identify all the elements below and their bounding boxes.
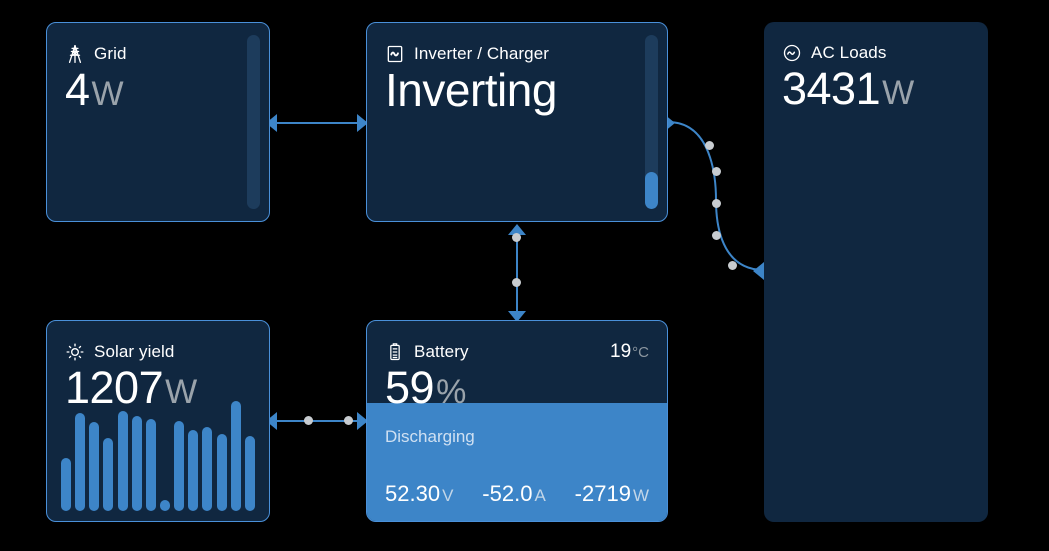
battery-metric-value: -2719: [574, 481, 631, 506]
battery-soc-fill: [367, 403, 667, 521]
inverter-icon: [385, 44, 405, 64]
battery-state-label: Discharging: [385, 427, 475, 446]
inverter-card-value: Inverting: [385, 67, 557, 113]
flow-dot: [705, 141, 714, 150]
inverter-card[interactable]: Inverter / Charger Inverting: [366, 22, 668, 222]
solar-yield-bar: [230, 401, 241, 511]
battery-metric-unit: V: [442, 486, 454, 505]
solar-card-value: 1207W: [65, 365, 197, 410]
inverter-gauge-fill: [645, 172, 658, 209]
flow-arrow-end: [753, 262, 764, 280]
solar-yield-bar: [159, 500, 170, 511]
flow-arrow-left: [266, 412, 277, 430]
flow-dot: [712, 167, 721, 176]
solar-yield-bar: [61, 458, 71, 511]
inverter-gauge: [645, 35, 658, 209]
solar-yield-bar: [145, 418, 156, 511]
flow-dot: [728, 261, 737, 270]
grid-card-header: Grid: [65, 43, 251, 65]
ac-loads-card-value: 3431W: [782, 66, 914, 111]
ac-loads-card[interactable]: AC Loads 3431W: [764, 22, 988, 522]
ac-sine-icon: [782, 43, 802, 63]
solar-yield-bar: [103, 438, 114, 511]
transmission-tower-icon: [65, 44, 85, 64]
solar-yield-bar: [117, 410, 128, 511]
flow-arrow-start: [664, 114, 675, 132]
ac-loads-card-header: AC Loads: [782, 42, 970, 64]
battery-temperature-unit: °C: [632, 344, 649, 361]
solar-card-title: Solar yield: [94, 342, 175, 361]
flow-dot: [304, 416, 313, 425]
solar-yield-bar: [202, 427, 213, 511]
flow-dot: [512, 278, 521, 287]
flow-arrow-up: [508, 224, 526, 235]
battery-soc-number: 59: [385, 362, 435, 413]
ac-loads-value-unit: W: [882, 74, 914, 112]
inverter-value-text: Inverting: [385, 64, 557, 116]
battery-card-value: 59%: [385, 365, 466, 410]
solar-value-unit: W: [165, 373, 197, 411]
flow-arrow-down: [508, 311, 526, 322]
flow-dot: [712, 199, 721, 208]
ac-loads-card-title: AC Loads: [811, 43, 887, 62]
flow-dot: [512, 233, 521, 242]
solar-yield-bar: [174, 420, 185, 511]
battery-card-header: Battery 19°C: [385, 341, 649, 363]
grid-gauge: [247, 35, 260, 209]
solar-yield-barchart: [61, 401, 255, 511]
battery-metric-value: -52.0: [482, 481, 533, 506]
grid-card-title: Grid: [94, 44, 127, 63]
solar-yield-bar: [131, 416, 142, 511]
flow-arrow-right: [357, 114, 368, 132]
grid-value-number: 4: [65, 64, 90, 115]
flow-line: [268, 420, 366, 422]
battery-metric-unit: W: [632, 486, 649, 505]
solar-yield-bar: [89, 421, 100, 511]
flow-line: [268, 122, 366, 124]
flow-arrow-left: [266, 114, 277, 132]
solar-value-number: 1207: [65, 362, 164, 413]
inverter-card-title: Inverter / Charger: [414, 44, 550, 63]
grid-card[interactable]: Grid 4W: [46, 22, 270, 222]
battery-temperature: 19°C: [610, 341, 649, 363]
battery-card-title: Battery: [414, 342, 469, 361]
solar-card-header: Solar yield: [65, 341, 251, 363]
battery-temperature-value: 19: [610, 341, 632, 362]
flow-dot: [712, 231, 721, 240]
battery-soc-unit: %: [436, 373, 466, 411]
sun-icon: [65, 342, 85, 362]
inverter-card-header: Inverter / Charger: [385, 43, 649, 65]
grid-value-unit: W: [91, 75, 124, 113]
flow-line: [516, 226, 518, 318]
solar-yield-bar: [75, 413, 86, 511]
solar-yield-bar: [188, 429, 199, 511]
ac-loads-value-number: 3431: [782, 63, 881, 114]
battery-metric-value: 52.30: [385, 481, 441, 506]
solar-card[interactable]: Solar yield 1207W: [46, 320, 270, 522]
battery-icon: [385, 342, 405, 362]
solar-yield-bar: [244, 436, 255, 511]
grid-card-value: 4W: [65, 64, 124, 115]
solar-yield-bar: [216, 434, 227, 511]
flow-dot: [344, 416, 353, 425]
flow-arrow-right: [357, 412, 368, 430]
battery-metric-unit: A: [534, 486, 546, 505]
